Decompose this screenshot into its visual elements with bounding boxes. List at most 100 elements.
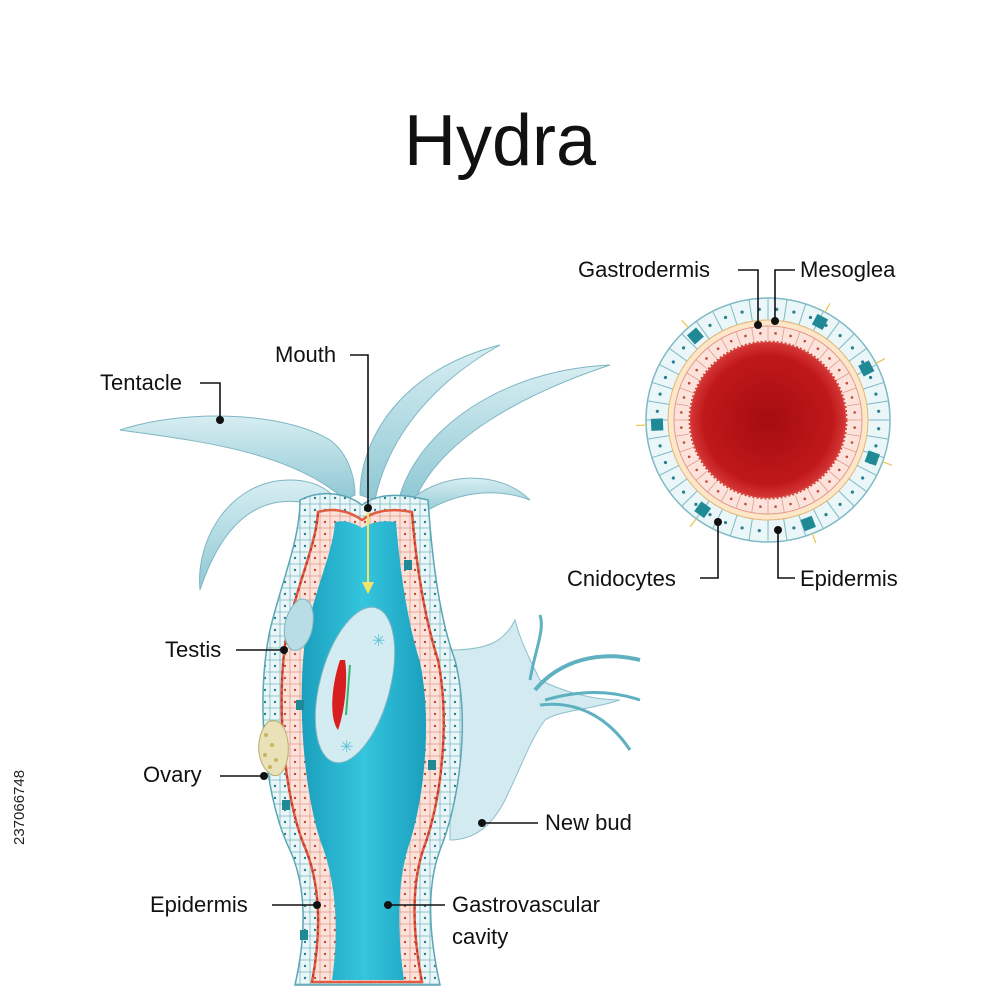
gastrodermis-cell-nucleus xyxy=(716,347,720,351)
gastrodermis-cell-nucleus xyxy=(716,489,720,493)
gastrodermis-cell-nucleus xyxy=(850,396,854,399)
leader-dot-epidermis-section xyxy=(774,526,782,534)
epidermis-cell-nucleus xyxy=(723,315,728,320)
leader-dot-mesoglea xyxy=(771,317,779,325)
gastrodermis-cell-nucleus xyxy=(705,357,708,360)
leader-tentacle xyxy=(200,382,221,418)
leader-dot-tentacle xyxy=(216,416,224,424)
prey-star-1: ✳ xyxy=(372,631,385,650)
gastrodermis-cell-nucleus xyxy=(837,368,841,372)
epidermis-cell-wall xyxy=(812,508,824,529)
gastrodermis-cell-wall xyxy=(837,459,850,468)
epidermis-cell-wall xyxy=(848,347,867,362)
gastrodermis-cell-wall xyxy=(846,403,861,407)
gastrodermis-cell-nucleus xyxy=(828,357,831,360)
gastrodermis-cell-nucleus xyxy=(680,426,683,429)
gastrodermis-cell-nucleus xyxy=(729,497,733,501)
epidermis-cell-nucleus xyxy=(671,360,675,364)
leader-dot-epidermis-body xyxy=(313,901,321,909)
gastrodermis-cell-nucleus xyxy=(853,426,856,429)
leader-epidermis-section xyxy=(777,533,795,579)
gastrodermis-cell-wall xyxy=(720,338,729,351)
gastrodermis-cell-wall xyxy=(720,489,729,502)
gastrodermis-cell-wall xyxy=(679,446,693,453)
epidermis-cell-wall xyxy=(681,333,698,350)
leader-dot-cnidocytes xyxy=(714,518,722,526)
epidermis-cell-nucleus xyxy=(850,346,855,350)
epidermis-cell-wall xyxy=(826,321,841,340)
leader-gastrodermis xyxy=(738,269,759,322)
gastrodermis-cell-nucleus xyxy=(803,339,807,343)
gastrodermis-cell-nucleus xyxy=(687,381,691,385)
gastrodermis-cell-nucleus xyxy=(816,347,820,351)
epidermis-cell-nucleus xyxy=(740,310,744,314)
gastrodermis-cell-nucleus xyxy=(687,455,691,459)
gastrodermis-cell-wall xyxy=(735,495,742,509)
epidermis-cell-nucleus xyxy=(838,333,842,338)
epidermis-cell-wall xyxy=(848,478,867,493)
epidermis-cell-wall xyxy=(838,490,855,507)
epidermis-cell-nucleus xyxy=(740,526,744,530)
gastrodermis-cell-nucleus xyxy=(695,368,699,372)
gastrodermis-cell-wall xyxy=(807,489,816,502)
epidermis-cell-wall xyxy=(866,400,889,405)
leader-dot-gastrodermis xyxy=(754,321,762,329)
gastrodermis-cell-nucleus xyxy=(759,332,762,335)
new-bud-shape xyxy=(449,618,621,841)
gastrodermis-cell-wall xyxy=(829,471,841,481)
epidermis-cell-wall xyxy=(866,435,889,440)
bud-tentacle-1 xyxy=(533,654,641,692)
gastrodermis-cell-wall xyxy=(707,481,717,493)
gastrodermis-cell-wall xyxy=(843,446,857,453)
cnidocyte-cell xyxy=(694,501,712,519)
leader-mouth xyxy=(350,354,369,505)
label-ovary: Ovary xyxy=(143,762,202,787)
cnidocyte-cell xyxy=(858,360,875,377)
epidermis-cell-wall xyxy=(838,333,855,350)
gastrovascular-cavity xyxy=(301,521,427,980)
prey-star-2: ✳ xyxy=(340,737,353,756)
mesoglea-line-right xyxy=(411,513,445,983)
gastrodermis-cell-wall xyxy=(837,372,850,381)
epidermis-cell-wall xyxy=(729,514,738,537)
epidermis-cell-nucleus xyxy=(671,476,675,480)
epidermis-cell-nucleus xyxy=(874,392,878,396)
epidermis-cell-nucleus xyxy=(861,360,865,364)
label-new-bud: New bud xyxy=(545,810,632,835)
cross-cavity-core xyxy=(688,340,848,500)
gastrodermis-cell-nucleus xyxy=(682,396,686,399)
gastrodermis-cell-nucleus xyxy=(816,489,820,493)
cnidocil-spike xyxy=(824,303,831,313)
gastrodermis-cell-wall xyxy=(675,403,690,407)
gastrodermis-cell-nucleus xyxy=(682,441,686,444)
leader-cnidocytes xyxy=(700,525,719,579)
epidermis-cell-nucleus xyxy=(708,323,712,327)
cross-gastrodermis-cells xyxy=(674,326,862,514)
stock-id: 237066748 xyxy=(11,770,28,845)
tentacle-shape-5 xyxy=(404,477,531,516)
gastrodermis-cell-nucleus xyxy=(744,502,747,506)
label-mesoglea: Mesoglea xyxy=(800,257,896,282)
gastrodermis-cell-wall xyxy=(846,433,861,437)
epidermis-cell-nucleus xyxy=(681,490,686,494)
epidermis-cell-nucleus xyxy=(877,409,881,413)
epidermis-cell-nucleus xyxy=(850,490,855,494)
cross-cnidocytes xyxy=(636,303,893,544)
epidermis-cell-nucleus xyxy=(808,315,813,320)
page-title: Hydra xyxy=(404,101,597,181)
epidermis-cell-wall xyxy=(659,364,680,376)
gastrodermis-cell-wall xyxy=(829,359,841,369)
tentacle-shape-2 xyxy=(199,479,341,591)
hydra-body: ✳ ✳ xyxy=(119,344,641,986)
cnidocyte-cell xyxy=(300,930,308,940)
epidermis-cell-nucleus xyxy=(877,427,881,431)
cnidocyte-cell xyxy=(811,313,829,331)
label-epidermis-body: Epidermis xyxy=(150,892,248,917)
cnidocyte-cell xyxy=(650,418,664,431)
leader-dot-testis xyxy=(280,646,288,654)
gastrodermis-cell-wall xyxy=(807,338,816,351)
gastrodermis-cell-wall xyxy=(751,327,755,342)
gastrodermis-cell-nucleus xyxy=(845,381,849,385)
epidermis-cell-wall xyxy=(647,400,670,405)
epidermis-cell-wall xyxy=(651,450,674,459)
